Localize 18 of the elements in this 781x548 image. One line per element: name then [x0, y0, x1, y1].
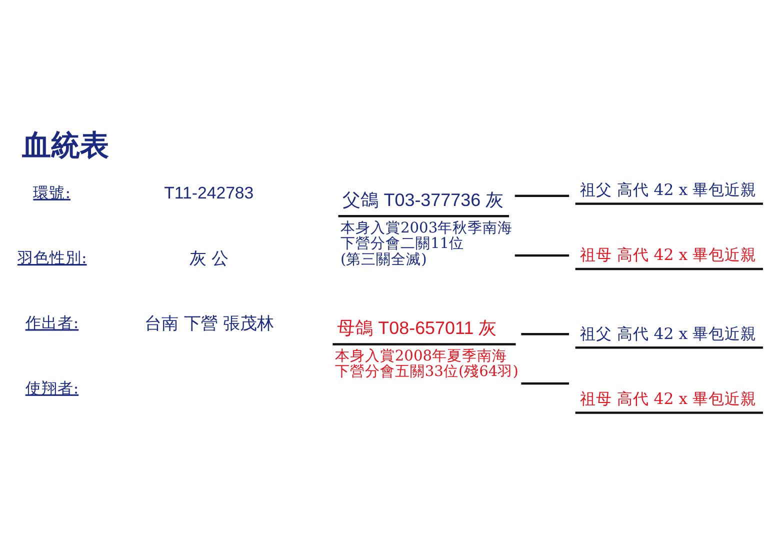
node-text: 祖母 高代 42 x 畢包近親 [580, 389, 757, 408]
node-text: 祖父 高代 42 x 畢包近親 [580, 324, 757, 343]
connector [514, 194, 570, 198]
node-text: 母鴿 T08-657011 灰 本身入賞2008年夏季南海下營分會五關33位(殘64羽) [334, 318, 518, 380]
connector [521, 382, 569, 385]
node-text: 父鴿 T03-377736 灰 本身入賞2003年秋季南海下營分會二關11位(第三關全滅) [340, 190, 513, 268]
label: 使翔者: [25, 378, 79, 398]
node-text: 祖母 高代 42 x 畢包近親 [580, 245, 757, 264]
label: 作出者: [25, 313, 79, 332]
label: 灰 公 [189, 248, 229, 268]
node-text: 祖父 高代 42 x 畢包近親 [580, 180, 757, 200]
label: 環號: [33, 182, 70, 202]
diagram-title: 血統表 [22, 128, 109, 162]
label: 台南 下營 張茂林 [144, 313, 274, 334]
connector [514, 254, 570, 257]
label: 羽色性別: [17, 248, 87, 267]
connector [521, 332, 569, 336]
label: T11-242783 [164, 184, 254, 203]
